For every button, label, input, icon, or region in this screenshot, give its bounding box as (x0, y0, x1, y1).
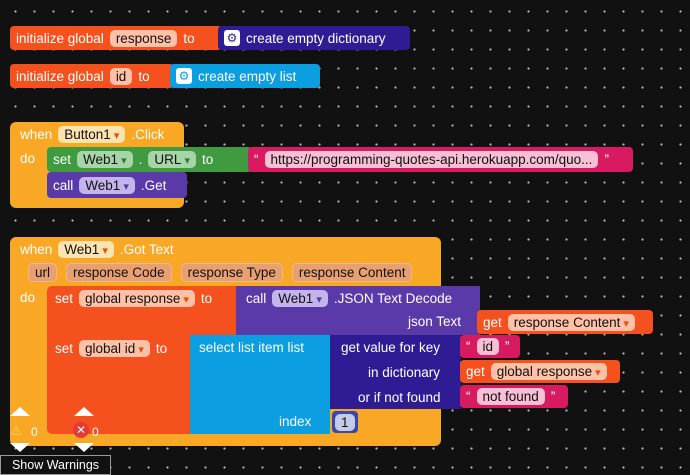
label: when (20, 126, 53, 142)
param-response-content[interactable]: response Content (291, 263, 413, 282)
label: set (55, 340, 74, 356)
do-label: do (20, 151, 36, 166)
label: set (55, 290, 74, 306)
label: .JSON Text Decode (333, 290, 453, 306)
warning-up-arrow[interactable] (10, 407, 30, 416)
text-field[interactable]: https://programming-quotes-api.herokuapp… (264, 151, 599, 168)
component-dropdown[interactable]: Button1 (58, 125, 126, 143)
variable-dropdown[interactable]: global response (79, 289, 195, 307)
error-count: 0 (92, 425, 99, 439)
error-icon: ✕ (73, 422, 89, 438)
variable-dropdown[interactable]: global response (490, 363, 607, 380)
component-dropdown[interactable]: Web1 (58, 240, 114, 258)
warning-icon: ⚠ (10, 423, 23, 438)
label: to (183, 30, 195, 46)
label: . (138, 152, 143, 167)
gear-icon[interactable]: ⚙ (224, 30, 240, 46)
init-global-id-block[interactable]: initialize global id to (10, 64, 174, 88)
label: initialize global (16, 30, 104, 46)
text-field[interactable]: id (476, 338, 500, 355)
get-global-response-block[interactable]: get global response (460, 360, 620, 383)
variable-dropdown[interactable]: response Content (507, 313, 635, 331)
error-down-arrow[interactable] (74, 443, 94, 452)
label: get (483, 314, 502, 330)
label: index (279, 414, 312, 429)
label: set (53, 152, 72, 167)
warning-down-arrow[interactable] (10, 443, 30, 452)
component-dropdown[interactable]: Web1 (272, 289, 328, 307)
quote: “ (254, 152, 259, 167)
label: create empty dictionary (246, 30, 386, 46)
set-header: set global response to (49, 287, 219, 309)
do-label: do (20, 290, 36, 305)
call-header: call Web1 .JSON Text Decode (240, 287, 459, 309)
event-params: url response Code response Type response… (22, 262, 419, 283)
init-global-response-block[interactable]: initialize global response to (10, 26, 222, 50)
not-found-text-block[interactable]: “not found” (460, 385, 568, 408)
create-empty-list-block[interactable]: ⚙ create empty list (170, 64, 320, 88)
set-header: set global id to (49, 337, 174, 359)
url-text-block[interactable]: “ https://programming-quotes-api.herokua… (248, 147, 633, 172)
number-block[interactable]: 1 (332, 411, 358, 433)
label: when (20, 241, 53, 257)
label: call (246, 290, 267, 306)
event-header: when Web1 .Got Text (14, 239, 180, 259)
call-web1-get-block[interactable]: call Web1 .Get (47, 172, 187, 198)
label: to (201, 152, 214, 167)
label: or if not found (358, 390, 441, 405)
error-up-arrow[interactable] (74, 407, 94, 416)
quote: ” (604, 152, 609, 167)
variable-name-field[interactable]: id (109, 67, 133, 85)
gear-icon[interactable]: ⚙ (176, 68, 192, 84)
label: call (53, 177, 74, 193)
key-text-block[interactable]: “id” (460, 335, 520, 358)
text-field[interactable]: not found (476, 388, 545, 405)
label: .Click (131, 126, 165, 142)
param-url[interactable]: url (28, 263, 58, 282)
warning-count: 0 (31, 425, 38, 439)
label: select list item list (199, 340, 305, 355)
component-dropdown[interactable]: Web1 (79, 176, 135, 194)
label: in dictionary (368, 365, 441, 380)
show-warnings-button[interactable]: Show Warnings (0, 455, 111, 475)
label: to (200, 290, 213, 306)
set-web1-url-block[interactable]: set Web1 . URL to (47, 147, 252, 172)
number-field[interactable]: 1 (335, 413, 355, 431)
variable-name-field[interactable]: response (109, 29, 178, 47)
label: .Get (140, 177, 167, 193)
label: create empty list (198, 68, 297, 84)
param-response-code[interactable]: response Code (66, 263, 172, 282)
variable-dropdown[interactable]: global id (79, 339, 150, 357)
get-value-for-key-block[interactable] (330, 335, 461, 409)
json-text-label: json Text (408, 314, 462, 329)
event-header: when Button1 .Click (14, 123, 171, 145)
label: .Got Text (119, 241, 174, 257)
label: to (138, 68, 150, 84)
create-empty-dictionary-block[interactable]: ⚙ create empty dictionary (218, 26, 410, 50)
label: initialize global (16, 68, 104, 84)
label: get (466, 364, 485, 379)
component-dropdown[interactable]: Web1 (77, 151, 133, 168)
property-dropdown[interactable]: URL (148, 151, 196, 168)
label: to (155, 340, 168, 356)
get-response-content-block[interactable]: get response Content (477, 310, 653, 334)
select-list-item-block[interactable] (190, 335, 330, 434)
label: get value for key (341, 340, 441, 355)
param-response-type[interactable]: response Type (180, 263, 283, 282)
